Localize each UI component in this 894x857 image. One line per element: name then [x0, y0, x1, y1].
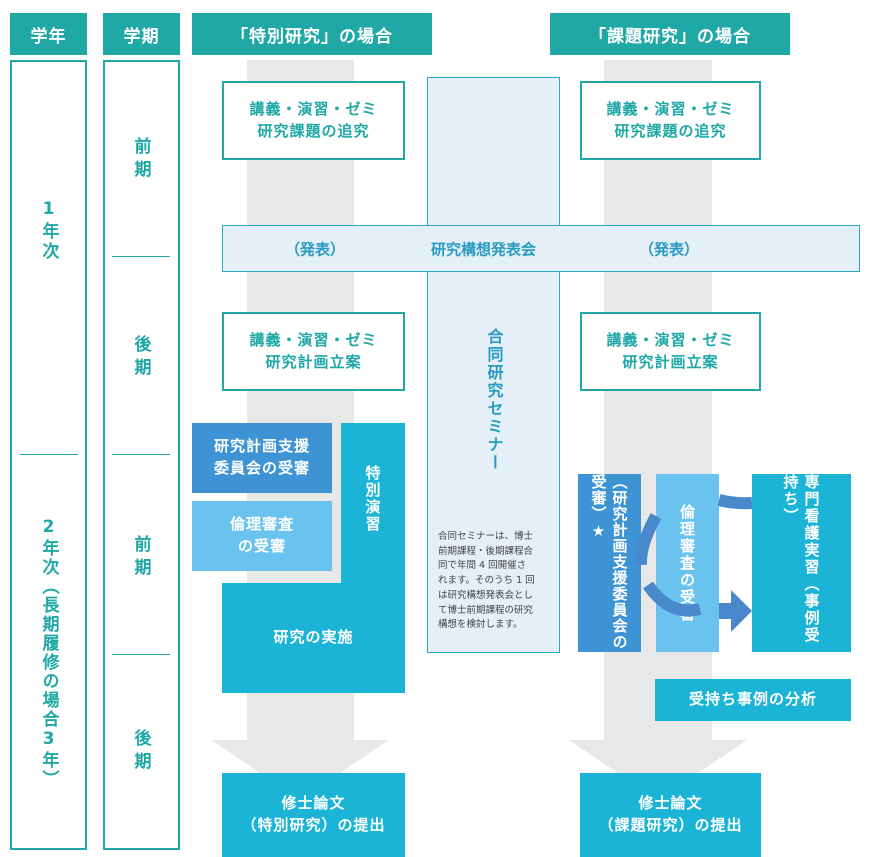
term-divider-2	[112, 454, 170, 455]
presentation-center-label: 研究構想発表会	[431, 240, 537, 258]
task-lecture-box-1: 講義・演習・ゼミ 研究課題の追究	[580, 81, 761, 160]
term-y2-second: 後期	[130, 729, 151, 775]
task-case-analysis-box: 受持ち事例の分析	[655, 679, 851, 721]
task-cycle-arc-left	[634, 513, 662, 566]
special-research-header: 「特別研究」の場合	[192, 13, 432, 55]
task-support-committee-box: （研究計画支援委員会の受審）★	[578, 474, 641, 652]
year-header: 学年	[10, 13, 87, 55]
task-thesis-box: 修士論文 （課題研究）の提出	[580, 773, 761, 857]
term-y2-first: 前期	[130, 535, 151, 581]
joint-seminar-title: 合同研究セミナー	[484, 328, 504, 472]
special-lecture-box-1: 講義・演習・ゼミ 研究課題の追究	[222, 81, 405, 160]
task-lecture-box-2: 講義・演習・ゼミ 研究計画立案	[580, 312, 761, 391]
year-1-label: 1年次	[38, 198, 59, 262]
term-divider-1	[112, 256, 170, 257]
task-arrow-head	[731, 590, 752, 632]
presentation-band: （発表） 研究構想発表会 （発表）	[222, 225, 860, 272]
task-practicum-box: 専門看護実習（事例受持ち）	[752, 474, 851, 652]
task-cycle-arc-bottom	[643, 581, 702, 617]
special-implementation-box: 研究の実施	[222, 583, 405, 693]
task-cycle-arc-right	[717, 494, 753, 510]
task-ethics-review-box: 倫理審査の受審	[656, 474, 719, 652]
term-column	[103, 60, 180, 850]
year-divider	[20, 454, 78, 455]
special-support-committee-box: 研究計画支援 委員会の受審	[192, 423, 332, 493]
year-column	[10, 60, 87, 850]
task-research-header: 「課題研究」の場合	[550, 13, 790, 55]
presentation-left-label: （発表）	[285, 240, 346, 258]
special-exercise-box: 特別演習	[341, 423, 405, 596]
term-y1-first: 前期	[130, 137, 151, 183]
presentation-right-label: （発表）	[639, 240, 700, 258]
term-divider-3	[112, 654, 170, 655]
task-arrow-shaft	[719, 603, 733, 619]
special-thesis-box: 修士論文 （特別研究）の提出	[222, 773, 405, 857]
special-ethics-review-box: 倫理審査 の受審	[192, 501, 332, 571]
term-header: 学期	[103, 13, 180, 55]
joint-seminar-note: 合同セミナーは、博士 前期課程・後期課程合 同で年間 4 回開催さ れます。その…	[438, 531, 535, 631]
term-y1-second: 後期	[130, 335, 151, 381]
year-2-label: 2年次（長期履修の場合3年）	[38, 517, 59, 789]
joint-seminar-column	[427, 77, 560, 653]
special-lecture-box-2: 講義・演習・ゼミ 研究計画立案	[222, 312, 405, 391]
